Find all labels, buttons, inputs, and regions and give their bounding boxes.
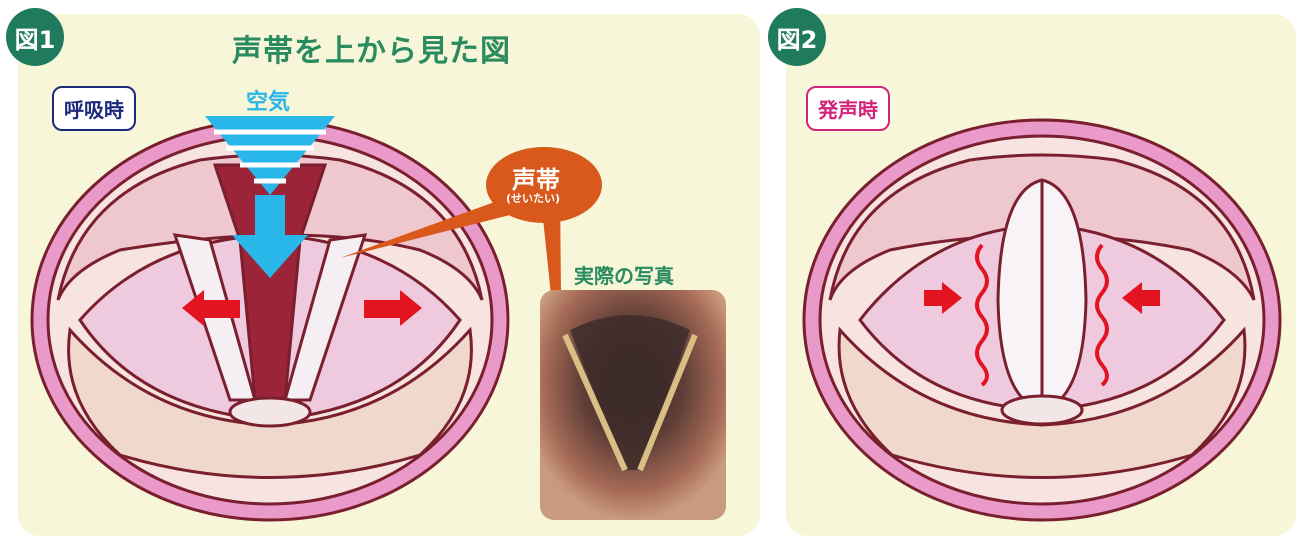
photo-label: 実際の写真 — [574, 260, 674, 289]
air-label: 空気 — [246, 84, 290, 116]
vocal-cord-reading: (せいたい) — [506, 190, 560, 206]
fig2-larynx — [804, 120, 1280, 520]
photo — [540, 290, 726, 520]
